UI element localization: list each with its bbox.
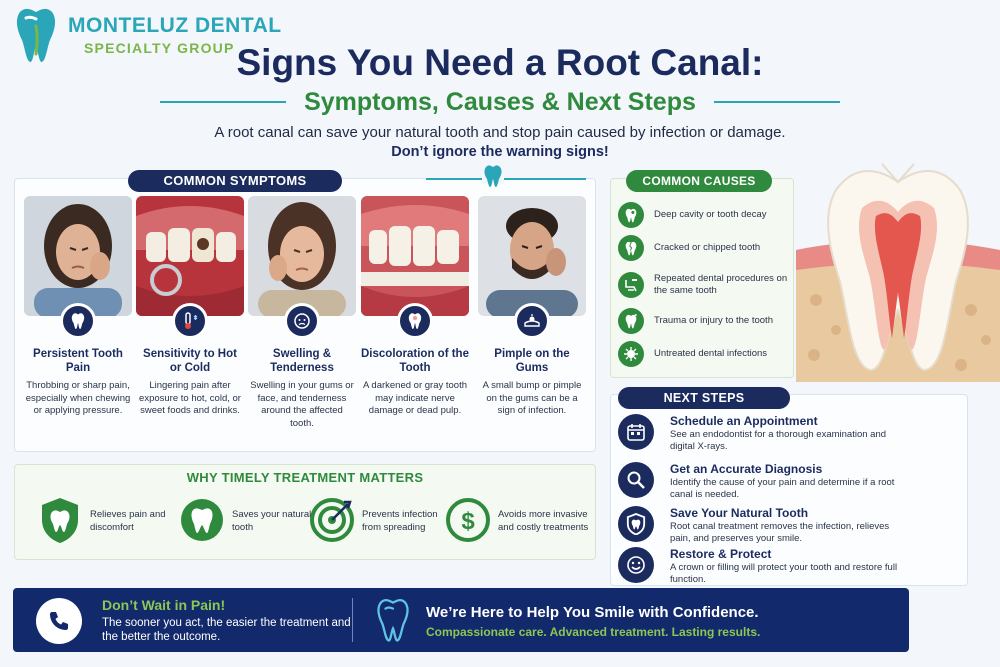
symptom-card-sensitivity: Sensitivity to Hot or Cold Lingering pai… bbox=[136, 196, 244, 446]
injured-tooth-icon bbox=[618, 308, 644, 334]
title-divider-left bbox=[160, 101, 286, 103]
step-title: Restore & Protect bbox=[670, 547, 772, 561]
step-restore-protect: Restore & Protect A crown or filling wil… bbox=[618, 547, 964, 589]
cta-banner bbox=[13, 588, 909, 652]
benefit-text: Relieves pain and discomfort bbox=[90, 509, 166, 533]
root-canal-tooth-illustration bbox=[796, 163, 1000, 382]
step-desc: Root canal treatment removes the infecti… bbox=[670, 521, 890, 544]
cause-text: Trauma or injury to the tooth bbox=[654, 315, 773, 326]
symptom-photo-decayed-tooth bbox=[136, 196, 244, 316]
help-title: We’re Here to Help You Smile with Confid… bbox=[426, 604, 759, 621]
step-desc: Identify the cause of your pain and dete… bbox=[670, 477, 895, 500]
symptom-card-discoloration: Discoloration of the Tooth A darkened or… bbox=[361, 196, 469, 446]
benefit-text: Saves your natural tooth bbox=[232, 509, 312, 533]
symptom-photo-woman-jaw-pain bbox=[24, 196, 132, 316]
symptom-title: Sensitivity to Hot or Cold bbox=[143, 348, 237, 374]
symptom-desc: A small bump or pimple on the gums can b… bbox=[482, 380, 582, 416]
benefit-relieves-pain: Relieves pain and discomfort bbox=[38, 496, 178, 548]
warning-text: Don’t ignore the warning signs! bbox=[391, 144, 609, 160]
swollen-face-icon bbox=[284, 303, 320, 339]
shield-tooth-icon bbox=[42, 498, 78, 543]
symptom-photo-discolored-teeth bbox=[361, 196, 469, 316]
symptom-desc: Lingering pain after exposure to hot, co… bbox=[139, 380, 241, 416]
tooth-icon bbox=[482, 165, 504, 187]
symptoms-heading: COMMON SYMPTOMS bbox=[128, 170, 342, 192]
symptom-desc: Throbbing or sharp pain, especially when… bbox=[25, 380, 131, 416]
target-icon bbox=[310, 498, 354, 542]
causes-heading: COMMON CAUSES bbox=[626, 170, 772, 192]
step-save-tooth: Save Your Natural Tooth Root canal treat… bbox=[618, 506, 964, 548]
step-title: Schedule an Appointment bbox=[670, 414, 818, 428]
benefit-text: Prevents infection from spreading bbox=[362, 509, 438, 533]
brand-name: MONTELUZ DENTAL bbox=[68, 14, 282, 37]
benefit-saves-tooth: Saves your natural tooth bbox=[180, 496, 320, 548]
phone-icon[interactable] bbox=[36, 598, 82, 644]
cause-item: Trauma or injury to the tooth bbox=[618, 308, 792, 336]
tooth-icon bbox=[60, 303, 96, 339]
next-steps-panel bbox=[610, 394, 968, 586]
step-desc: A crown or filling will protect your too… bbox=[670, 562, 898, 585]
gum-pimple-icon bbox=[514, 303, 550, 339]
decayed-tooth-icon bbox=[618, 202, 644, 228]
title-divider-right bbox=[714, 101, 840, 103]
step-title: Save Your Natural Tooth bbox=[670, 506, 809, 520]
cause-text: Repeated dental procedures on the same t… bbox=[654, 273, 788, 296]
cta-title: Don’t Wait in Pain! bbox=[102, 597, 226, 613]
symptoms-divider bbox=[426, 178, 586, 180]
cause-item: Cracked or chipped tooth bbox=[618, 235, 792, 263]
cause-item: Untreated dental infections bbox=[618, 341, 792, 369]
cracked-tooth-icon bbox=[618, 235, 644, 261]
page-subtitle: Symptoms, Causes & Next Steps bbox=[304, 88, 696, 116]
cause-item: Deep cavity or tooth decay bbox=[618, 202, 792, 230]
step-desc: See an endodontist for a thorough examin… bbox=[670, 429, 887, 452]
benefit-text: Avoids more invasive and costly treatmen… bbox=[498, 509, 589, 533]
symptom-desc: A darkened or gray tooth may indicate ne… bbox=[362, 380, 468, 416]
next-steps-heading: NEXT STEPS bbox=[618, 387, 790, 409]
magnifier-icon bbox=[618, 462, 654, 498]
calendar-icon bbox=[618, 414, 654, 450]
banner-divider bbox=[352, 598, 353, 642]
tooth-logo-icon bbox=[16, 8, 56, 63]
step-schedule-appointment: Schedule an Appointment See an endodonti… bbox=[618, 414, 964, 456]
why-treatment-panel bbox=[14, 464, 596, 560]
tooth-circle-icon bbox=[181, 499, 223, 541]
cause-item: Repeated dental procedures on the same t… bbox=[618, 272, 792, 300]
step-accurate-diagnosis: Get an Accurate Diagnosis Identify the c… bbox=[618, 462, 964, 504]
cause-text: Cracked or chipped tooth bbox=[654, 242, 761, 253]
page-title: Signs You Need a Root Canal: bbox=[236, 42, 764, 83]
symptom-title: Swelling & Tenderness bbox=[270, 348, 334, 374]
intro-text: A root canal can save your natural tooth… bbox=[214, 124, 786, 141]
why-treatment-heading: WHY TIMELY TREATMENT MATTERS bbox=[186, 470, 424, 485]
dental-chair-icon bbox=[618, 272, 644, 298]
symptom-title: Discoloration of the Tooth bbox=[361, 348, 469, 374]
smile-icon bbox=[618, 547, 654, 583]
benefit-avoids-costs: $ Avoids more invasive and costly treatm… bbox=[446, 496, 588, 548]
symptom-desc: Swelling in your gums or face, and tende… bbox=[250, 380, 354, 429]
brand-logo: MONTELUZ DENTAL SPECIALTY GROUP bbox=[14, 6, 304, 66]
symptom-card-gum-pimple: Pimple on the Gums A small bump or pimpl… bbox=[478, 196, 586, 446]
symptom-card-swelling: Swelling & Tenderness Swelling in your g… bbox=[248, 196, 356, 446]
shield-tooth-icon bbox=[618, 506, 654, 542]
help-subtitle: Compassionate care. Advanced treatment. … bbox=[426, 625, 761, 639]
svg-text:$: $ bbox=[461, 508, 475, 535]
symptom-card-persistent-pain: Persistent Tooth Pain Throbbing or sharp… bbox=[24, 196, 132, 446]
germ-icon bbox=[618, 341, 644, 367]
tooth-logo-icon bbox=[377, 599, 409, 642]
cause-text: Deep cavity or tooth decay bbox=[654, 209, 767, 220]
dollar-icon: $ bbox=[446, 498, 490, 542]
symptom-photo-woman-swelling bbox=[248, 196, 356, 316]
step-title: Get an Accurate Diagnosis bbox=[670, 462, 823, 476]
symptom-title: Pimple on the Gums bbox=[494, 348, 570, 374]
cta-desc: The sooner you act, the easier the treat… bbox=[102, 617, 351, 643]
discolored-tooth-icon bbox=[397, 303, 433, 339]
symptom-photo-man-jaw-pain bbox=[478, 196, 586, 316]
symptom-title: Persistent Tooth Pain bbox=[33, 348, 123, 374]
cause-text: Untreated dental infections bbox=[654, 348, 768, 359]
thermometer-icon bbox=[172, 303, 208, 339]
benefit-prevents-infection: Prevents infection from spreading bbox=[310, 496, 450, 548]
brand-tagline: SPECIALTY GROUP bbox=[84, 40, 235, 56]
